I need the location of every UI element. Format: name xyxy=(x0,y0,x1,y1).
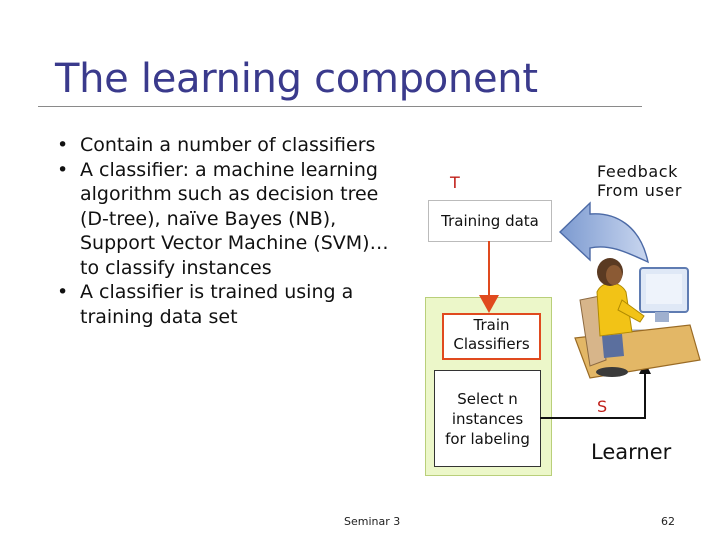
feedback-label: Feedback From user xyxy=(597,162,683,200)
select-instances-box: Select n instances for labeling xyxy=(434,370,541,467)
bullet-icon: • xyxy=(57,281,69,303)
train-classifiers-box: Train Classifiers xyxy=(442,313,541,360)
bullet-item: • A classifier is trained using a traini… xyxy=(55,280,395,329)
label-s: S xyxy=(597,397,608,416)
label-t: T xyxy=(450,173,460,192)
bullet-text: A classifier: a machine learning algorit… xyxy=(80,158,389,279)
bullet-text: A classifier is trained using a training… xyxy=(80,281,354,328)
training-data-box: Training data xyxy=(428,200,552,242)
bullet-text: Contain a number of classifiers xyxy=(80,134,376,156)
select-instances-label: Select n instances for labeling xyxy=(445,389,530,448)
feedback-curve-arrow xyxy=(558,201,649,264)
learner-return-line xyxy=(540,370,646,419)
title-divider xyxy=(38,106,642,107)
bullet-item: • A classifier: a machine learning algor… xyxy=(55,158,395,281)
bullet-icon: • xyxy=(57,134,69,156)
slide-title: The learning component xyxy=(55,56,538,102)
bullet-icon: • xyxy=(57,158,69,181)
page-number: 62 xyxy=(661,515,675,528)
bullet-item: • Contain a number of classifiers xyxy=(55,133,395,158)
learner-return-arrowhead xyxy=(639,362,651,374)
footer-label: Seminar 3 xyxy=(344,515,401,528)
learner-label: Learner xyxy=(591,440,672,464)
bullet-list: • Contain a number of classifiers • A cl… xyxy=(55,133,395,329)
learner-illustration xyxy=(574,258,701,379)
